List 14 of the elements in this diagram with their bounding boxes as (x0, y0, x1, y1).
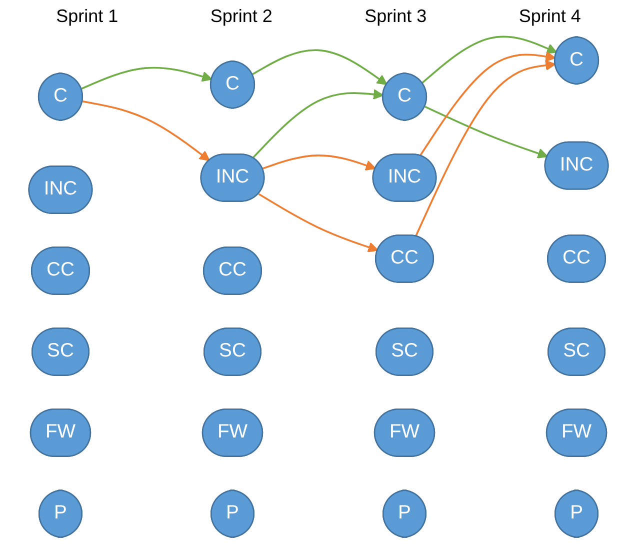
arrow (262, 154, 376, 171)
column-heading: Sprint 3 (364, 6, 427, 27)
arrow (81, 66, 212, 90)
column-heading: Sprint 4 (518, 6, 581, 27)
column-heading: Sprint 2 (210, 6, 272, 27)
arrow (252, 49, 388, 86)
arrow (252, 89, 384, 158)
arrow (414, 60, 556, 237)
arrow (258, 193, 378, 252)
arrow (419, 51, 556, 156)
arrow (422, 36, 558, 84)
column-heading: Sprint 1 (56, 6, 118, 27)
arrow (424, 106, 548, 158)
arrow (82, 100, 210, 162)
